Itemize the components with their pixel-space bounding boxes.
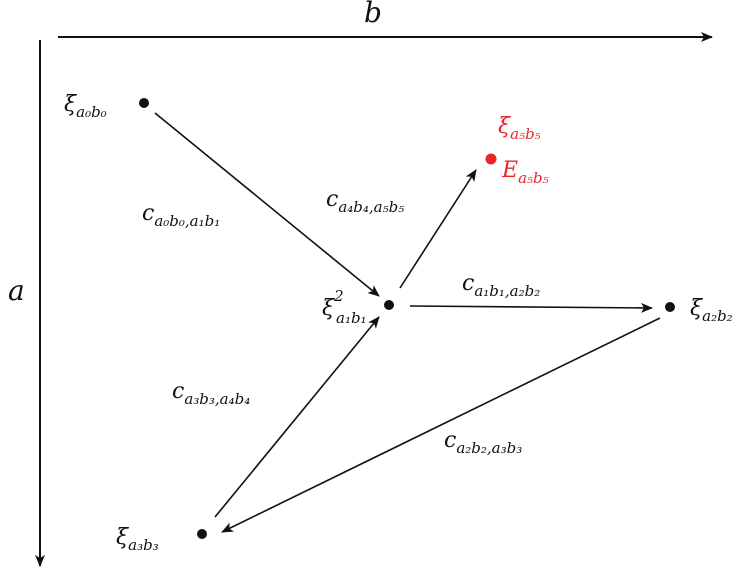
horizontal-axis-label: b <box>364 0 382 29</box>
node-dot-a1b1 <box>384 300 394 310</box>
edge-a1b1-a5b5 <box>399 169 477 289</box>
edge-label-a2b2-a3b3: ca₂b₂,a₃b₃ <box>444 428 522 457</box>
edge-a0b0-a1b1 <box>154 112 380 297</box>
vertical-axis-label: a <box>8 274 25 307</box>
node-energy-label-a5b5: Ea₅b₅ <box>501 158 549 187</box>
edge-a2b2-a3b3 <box>221 317 661 533</box>
node-dot-a3b3 <box>197 529 207 539</box>
edge-label-a1b1-a2b2: ca₁b₁,a₂b₂ <box>462 271 540 300</box>
node-dot-a0b0 <box>139 98 149 108</box>
edge-a1b1-a2b2 <box>409 302 653 313</box>
node-dot-a2b2 <box>665 302 675 312</box>
node-label-a3b3: ξa₃b₃ <box>116 525 159 554</box>
edge-a3b3-a1b1 <box>214 316 380 518</box>
edge-label-a0b0-a1b1: ca₀b₀,a₁b₁ <box>142 201 220 230</box>
node-label-a5b5: ξa₅b₅ <box>498 114 541 143</box>
edge-label-a3b3-a4b4: ca₃b₃,a₄b₄ <box>172 379 250 408</box>
node-label-a0b0: ξa₀b₀ <box>64 92 107 121</box>
edge-label-a4b4-a5b5: ca₄b₄,a₅b₅ <box>326 187 404 216</box>
node-dot-a5b5 <box>485 153 497 165</box>
node-label-a2b2: ξa₂b₂ <box>690 296 733 325</box>
